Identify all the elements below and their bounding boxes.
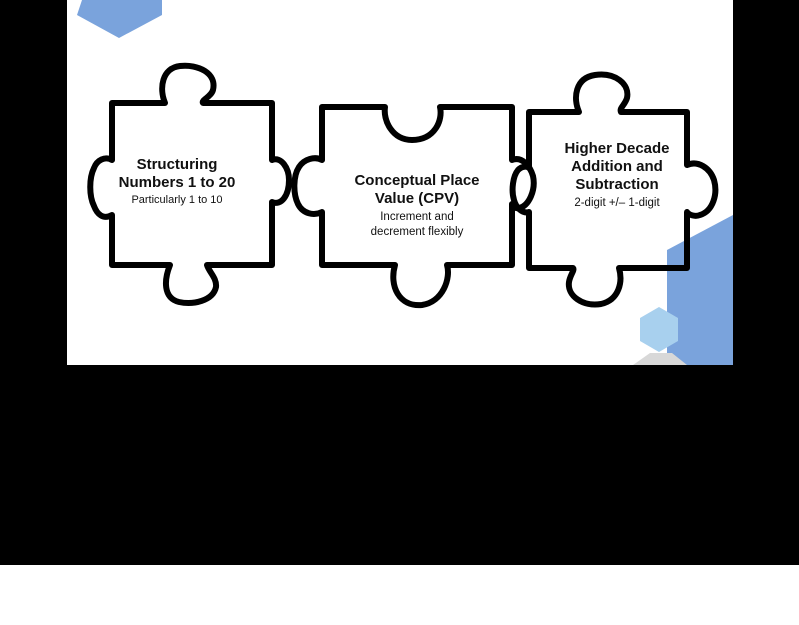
slide: Structuring Numbers 1 to 20 Particularly… [67,0,733,365]
piece-2-subtitle-line1: Increment and [380,211,454,223]
puzzle-piece-2-outline [291,104,537,309]
piece-2-title-line2: Value (CPV) [374,190,460,207]
hexagon-right-large [667,215,733,365]
piece-3-title-line1: Higher Decade [564,140,670,157]
piece-1-title-line1: Structuring [136,156,218,173]
piece-3-title-line3: Subtraction [575,176,659,193]
puzzle-piece-2-text: Conceptual Place Value (CPV) Increment a… [317,172,517,240]
video-letterbox: Structuring Numbers 1 to 20 Particularly… [0,0,799,565]
puzzle-piece-3-text: Higher Decade Addition and Subtraction 2… [537,140,697,211]
piece-3-title-line2: Addition and [571,158,663,175]
puzzle-piece-3-outline [509,71,719,308]
hexagon-gray [633,353,687,365]
piece-1-title-line2: Numbers 1 to 20 [118,174,236,191]
hexagon-small-light [640,307,678,352]
piece-2-title-line1: Conceptual Place [354,172,480,189]
hexagon-top-left [77,0,162,38]
piece-2-subtitle-line2: decrement flexibly [370,226,464,238]
piece-1-subtitle: Particularly 1 to 10 [131,194,223,206]
page-bottom-area [0,565,799,625]
puzzle-piece-1-outline [87,62,292,306]
slide-graphics [77,0,733,365]
piece-3-subtitle: 2-digit +/– 1-digit [574,197,660,209]
puzzle-piece-1-text: Structuring Numbers 1 to 20 Particularly… [87,156,267,208]
